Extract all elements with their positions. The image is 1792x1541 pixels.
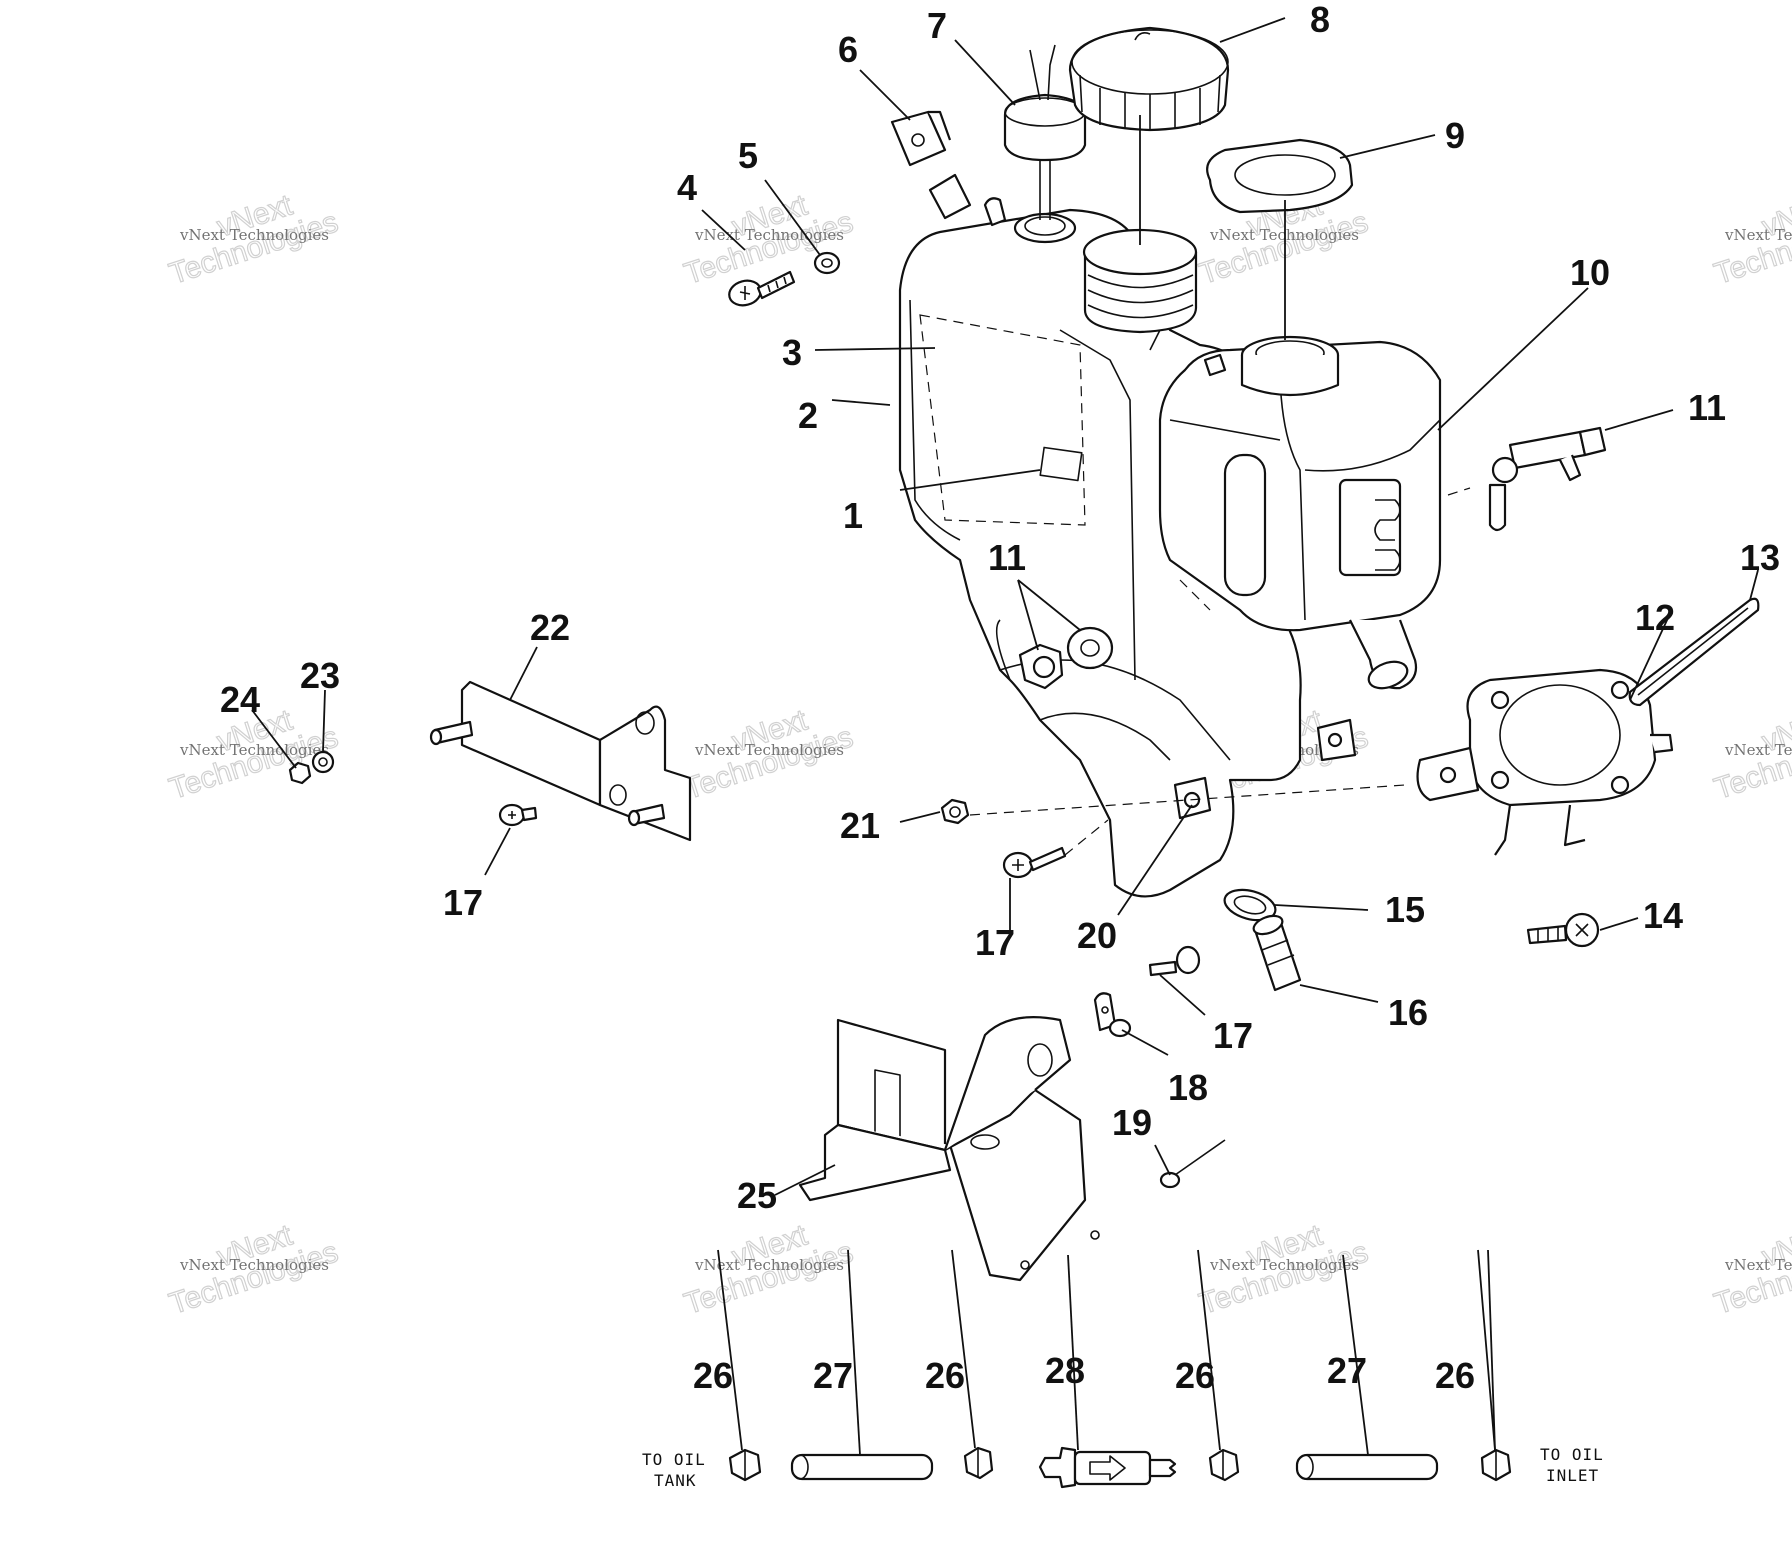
callout-17: 17 xyxy=(975,922,1015,963)
note-to-oil-inlet-line2: INLET xyxy=(1546,1466,1599,1485)
note-to-oil-tank-line1: TO OIL xyxy=(642,1450,706,1469)
callout-17: 17 xyxy=(1213,1015,1253,1056)
part-6-drawing xyxy=(890,110,952,167)
callout-26: 26 xyxy=(1175,1355,1215,1396)
svg-text:vNext Technologies: vNext Technologies xyxy=(179,1256,329,1274)
part-22-drawing xyxy=(429,680,692,842)
part-18-drawing xyxy=(1093,992,1132,1038)
callout-28: 28 xyxy=(1045,1350,1085,1391)
callout-26: 26 xyxy=(693,1355,733,1396)
part-17-screw-drawing-a xyxy=(1002,846,1067,879)
part-17-screw-drawing-c xyxy=(498,803,538,827)
callout-12: 12 xyxy=(1635,597,1675,638)
callout-16: 16 xyxy=(1388,992,1428,1033)
callout-21: 21 xyxy=(840,805,880,846)
callout-20: 20 xyxy=(1077,915,1117,956)
watermark: Technologies vNext vNext Technologies xyxy=(1710,188,1792,292)
leader-lines xyxy=(251,17,1759,1456)
part-25-drawing xyxy=(798,1016,1100,1282)
watermark: Technologies vNext vNext Technologies xyxy=(680,188,858,292)
callout-24: 24 xyxy=(220,679,260,720)
watermark: Technologies vNext vNext Technologies xyxy=(680,1218,858,1322)
svg-text:vNext Technologies: vNext Technologies xyxy=(1209,226,1359,244)
part-8-drawing xyxy=(1068,26,1230,132)
part-4-drawing xyxy=(728,270,796,307)
callout-6: 6 xyxy=(838,29,858,70)
pump-drawing xyxy=(1416,597,1760,856)
part-9-drawing xyxy=(1206,138,1354,214)
svg-text:vNext Technologies: vNext Technologies xyxy=(694,741,844,759)
callout-10: 10 xyxy=(1570,252,1610,293)
part-5-drawing xyxy=(813,251,841,275)
parts xyxy=(288,26,1760,1489)
callout-19: 19 xyxy=(1112,1102,1152,1143)
note-to-oil-tank-line2: TANK xyxy=(654,1471,697,1490)
callout-27: 27 xyxy=(1327,1350,1367,1391)
part-7-drawing xyxy=(1003,44,1087,220)
callout-26: 26 xyxy=(1435,1355,1475,1396)
part-24-drawing xyxy=(288,761,312,785)
part-17-screw-drawing-b xyxy=(1148,945,1201,977)
part-21-drawing xyxy=(940,798,970,825)
callout-3: 3 xyxy=(782,332,802,373)
callout-15: 15 xyxy=(1385,889,1425,930)
watermark: Technologies vNext vNext Technologies xyxy=(165,1218,343,1322)
note-to-oil-inlet-line1: TO OIL xyxy=(1540,1445,1604,1464)
callout-11: 11 xyxy=(1688,387,1726,428)
part-23-drawing xyxy=(311,750,335,774)
callout-7: 7 xyxy=(927,5,947,46)
callout-14: 14 xyxy=(1643,895,1683,936)
callout-13: 13 xyxy=(1740,537,1780,578)
part-19-drawing xyxy=(1159,1139,1226,1189)
callout-17: 17 xyxy=(443,882,483,923)
part-16-drawing xyxy=(1252,914,1302,992)
part-11-fitting-drawing xyxy=(1488,426,1607,532)
watermark: Technologies vNext vNext Technologies xyxy=(1710,703,1792,807)
svg-text:vNext Technologies: vNext Technologies xyxy=(1724,226,1792,244)
callout-11: 11 xyxy=(988,537,1026,578)
part-15-drawing xyxy=(1223,888,1277,922)
callout-25: 25 xyxy=(737,1175,777,1216)
svg-text:vNext Technologies: vNext Technologies xyxy=(694,1256,844,1274)
watermark: Technologies vNext vNext Technologies xyxy=(165,188,343,292)
callout-1: 1 xyxy=(843,495,863,536)
callout-2: 2 xyxy=(798,395,818,436)
svg-text:vNext Technologies: vNext Technologies xyxy=(1724,741,1792,759)
callout-8: 8 xyxy=(1310,0,1330,40)
hose-line-drawing xyxy=(728,1446,1512,1489)
callout-26: 26 xyxy=(925,1355,965,1396)
callout-27: 27 xyxy=(813,1355,853,1396)
callout-numbers: 1 2 3 4 5 6 7 8 9 10 11 11 12 13 14 15 1… xyxy=(220,0,1780,1396)
flow-notes: TO OIL TANK TO OIL INLET xyxy=(642,1445,1604,1490)
svg-text:vNext Technologies: vNext Technologies xyxy=(179,226,329,244)
svg-text:vNext Technologies: vNext Technologies xyxy=(179,741,329,759)
part-14-drawing xyxy=(1526,912,1600,948)
callout-23: 23 xyxy=(300,655,340,696)
svg-text:vNext Technologies: vNext Technologies xyxy=(694,226,844,244)
callout-18: 18 xyxy=(1168,1067,1208,1108)
callout-5: 5 xyxy=(738,135,758,176)
callout-4: 4 xyxy=(677,167,697,208)
watermark: Technologies vNext vNext Technologies xyxy=(1710,1218,1792,1322)
svg-text:vNext Technologies: vNext Technologies xyxy=(1209,1256,1359,1274)
svg-text:vNext Technologies: vNext Technologies xyxy=(1724,1256,1792,1274)
callout-9: 9 xyxy=(1445,115,1465,156)
watermark: Technologies vNext vNext Technologies xyxy=(680,703,858,807)
callout-22: 22 xyxy=(530,607,570,648)
reservoir-drawing xyxy=(1158,335,1442,690)
